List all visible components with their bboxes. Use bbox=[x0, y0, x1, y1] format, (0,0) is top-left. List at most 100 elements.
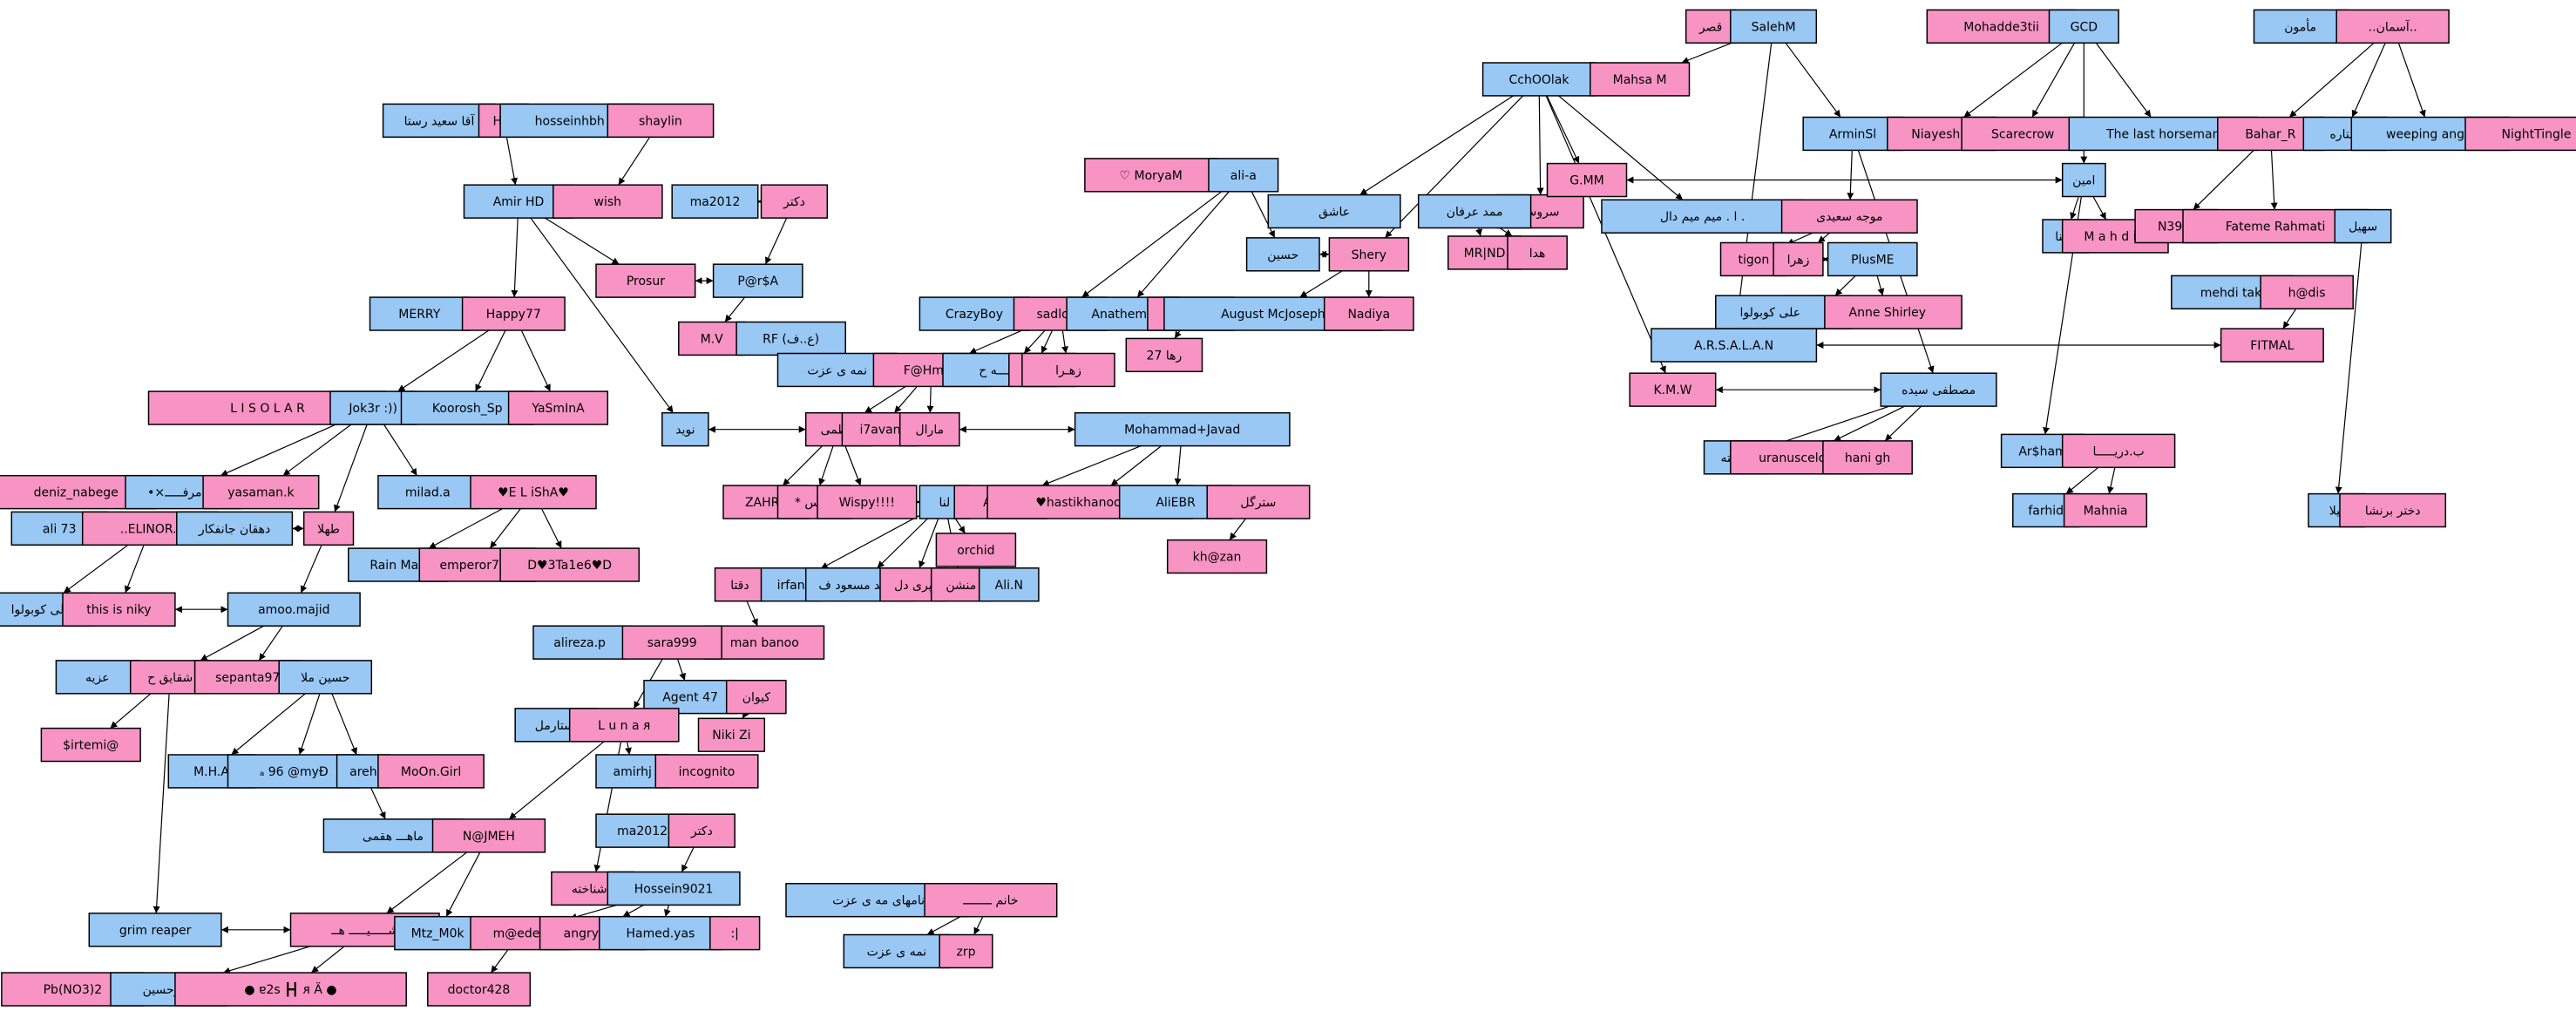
graph-node[interactable]: grim reaper bbox=[88, 913, 222, 947]
graph-node[interactable]: ا . میم میم دال . bbox=[1601, 199, 1804, 234]
node-box[interactable] bbox=[898, 411, 960, 447]
node-box[interactable] bbox=[532, 625, 627, 660]
node-box[interactable] bbox=[709, 915, 761, 951]
graph-node[interactable]: CrazyBoy bbox=[919, 296, 1030, 331]
graph-node[interactable]: دهقان جانفکار bbox=[176, 511, 294, 546]
node-box[interactable] bbox=[1822, 440, 1913, 475]
graph-node[interactable]: Anne Shirley bbox=[1812, 295, 1963, 329]
graph-node[interactable]: K.M.W bbox=[1629, 372, 1717, 407]
node-box[interactable] bbox=[1021, 352, 1115, 388]
graph-node[interactable]: عزیه bbox=[55, 660, 139, 695]
graph-node[interactable]: طهلا bbox=[302, 511, 355, 546]
graph-node[interactable]: Prosur bbox=[595, 263, 696, 298]
node-box[interactable] bbox=[382, 103, 497, 139]
graph-node[interactable]: زهرا bbox=[1773, 241, 1824, 277]
node-box[interactable] bbox=[470, 474, 597, 510]
graph-node[interactable]: Mtz_M0k bbox=[394, 915, 482, 951]
graph-node[interactable]: RF (ع..ف) bbox=[736, 321, 846, 356]
node-box[interactable] bbox=[1780, 199, 1918, 234]
node-box[interactable] bbox=[661, 411, 709, 447]
graph-node[interactable]: هدا bbox=[1507, 235, 1568, 270]
graph-node[interactable]: ali-a bbox=[1208, 158, 1279, 193]
node-box[interactable] bbox=[369, 296, 470, 331]
graph-node[interactable]: رها 27 bbox=[1125, 337, 1203, 373]
graph-node[interactable]: مارال bbox=[898, 411, 960, 447]
node-box[interactable] bbox=[1208, 158, 1279, 193]
node-box[interactable] bbox=[924, 883, 1058, 918]
graph-node[interactable]: P@r$A bbox=[712, 263, 803, 298]
node-box[interactable] bbox=[919, 296, 1030, 331]
graph-node[interactable]: wish bbox=[552, 184, 663, 219]
graph-node[interactable]: GCD bbox=[2048, 9, 2119, 44]
node-box[interactable] bbox=[607, 871, 741, 906]
node-box[interactable] bbox=[2253, 9, 2348, 44]
graph-node[interactable]: :| bbox=[709, 915, 761, 951]
graph-node[interactable]: آقا سعید رستا bbox=[382, 103, 497, 139]
graph-node[interactable]: MERRY bbox=[369, 296, 470, 331]
node-box[interactable] bbox=[714, 567, 766, 602]
graph-node[interactable]: علی کوبولوا bbox=[1715, 295, 1826, 329]
graph-node[interactable]: Scarecrow bbox=[1961, 116, 2085, 152]
graph-node[interactable]: نمه ی عزت bbox=[843, 933, 951, 969]
node-box[interactable] bbox=[2063, 492, 2148, 528]
node-box[interactable] bbox=[1773, 241, 1824, 277]
node-box[interactable] bbox=[568, 708, 680, 743]
graph-node[interactable]: ArminSl bbox=[1802, 116, 1903, 152]
node-box[interactable] bbox=[1166, 539, 1268, 574]
graph-node[interactable]: Mohammad+Javad bbox=[1074, 411, 1291, 447]
node-box[interactable] bbox=[1074, 411, 1291, 447]
node-box[interactable] bbox=[760, 184, 829, 219]
node-box[interactable] bbox=[2061, 162, 2106, 198]
graph-node[interactable]: سهیل bbox=[2334, 208, 2392, 244]
graph-node[interactable]: ..آسمان.. bbox=[2335, 9, 2450, 44]
graph-node[interactable]: زهـرا bbox=[1021, 352, 1115, 388]
node-box[interactable] bbox=[939, 933, 993, 969]
node-box[interactable] bbox=[431, 818, 546, 853]
node-box[interactable] bbox=[394, 915, 482, 951]
node-box[interactable] bbox=[843, 933, 951, 969]
node-box[interactable] bbox=[1812, 295, 1963, 329]
graph-node[interactable]: Shery bbox=[1328, 237, 1410, 272]
node-box[interactable] bbox=[1245, 237, 1320, 272]
node-box[interactable] bbox=[2464, 116, 2576, 152]
node-box[interactable] bbox=[1651, 328, 1818, 363]
graph-node[interactable]: SalehM bbox=[1730, 9, 1818, 44]
node-box[interactable] bbox=[227, 592, 361, 627]
node-box[interactable] bbox=[176, 511, 294, 546]
graph-node[interactable]: عاشق bbox=[1267, 193, 1401, 229]
graph-node[interactable]: L u n a ᴙ bbox=[568, 708, 680, 743]
graph-node[interactable]: h@dis bbox=[2260, 275, 2354, 310]
graph-node[interactable]: خانم ــــــــ bbox=[924, 883, 1058, 918]
graph-node[interactable]: yasaman.k bbox=[202, 474, 320, 510]
node-box[interactable] bbox=[1481, 62, 1596, 97]
node-box[interactable] bbox=[174, 972, 407, 1007]
node-box[interactable] bbox=[1206, 485, 1311, 519]
graph-node[interactable]: this is niky bbox=[62, 592, 176, 627]
node-box[interactable] bbox=[668, 813, 736, 848]
graph-node[interactable]: M.V bbox=[678, 321, 746, 356]
node-box[interactable] bbox=[1802, 116, 1903, 152]
graph-node[interactable]: alireza.p bbox=[532, 625, 627, 660]
node-box[interactable] bbox=[1880, 372, 1997, 407]
node-box[interactable] bbox=[712, 263, 803, 298]
node-box[interactable] bbox=[725, 679, 787, 715]
graph-node[interactable]: man banoo bbox=[704, 625, 825, 660]
node-box[interactable] bbox=[278, 660, 373, 695]
node-box[interactable] bbox=[599, 915, 722, 951]
node-box[interactable] bbox=[1323, 296, 1414, 331]
graph-node[interactable]: A.R.S.A.L.A.N bbox=[1651, 328, 1818, 363]
node-box[interactable] bbox=[671, 184, 759, 219]
node-box[interactable] bbox=[2061, 433, 2176, 469]
graph-node[interactable]: sara999 bbox=[621, 625, 722, 660]
node-box[interactable] bbox=[2334, 208, 2392, 244]
node-box[interactable] bbox=[461, 296, 566, 331]
node-box[interactable] bbox=[621, 625, 722, 660]
graph-node[interactable]: zrp bbox=[939, 933, 993, 969]
node-box[interactable] bbox=[507, 390, 609, 425]
graph-node[interactable]: G.MM bbox=[1546, 162, 1628, 198]
node-box[interactable] bbox=[1601, 199, 1804, 234]
node-box[interactable] bbox=[2335, 9, 2450, 44]
graph-node[interactable]: مصطفی سیده bbox=[1880, 372, 1997, 407]
graph-node[interactable]: ﻗﺼﺮ bbox=[1685, 9, 1737, 44]
node-box[interactable] bbox=[978, 567, 1040, 602]
